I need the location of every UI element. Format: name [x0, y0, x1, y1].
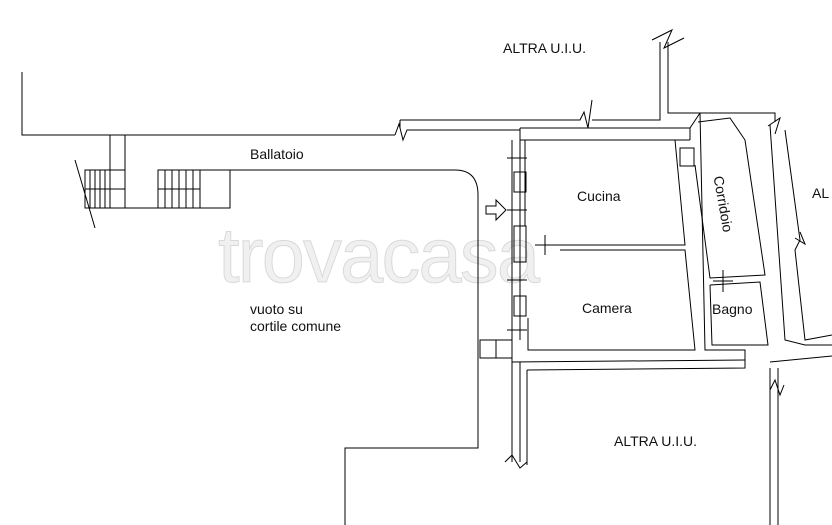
label-void-line1: vuoto su	[250, 301, 303, 317]
label-bagno: Bagno	[712, 301, 753, 317]
label-right-unit: AL	[812, 185, 830, 201]
watermark: trovacasa	[217, 211, 540, 300]
label-top-unit: ALTRA U.I.U.	[503, 40, 586, 56]
label-bottom-unit: ALTRA U.I.U.	[614, 433, 697, 449]
stairs-right	[125, 169, 231, 209]
outer-wall	[21, 28, 781, 142]
corridoio-room	[679, 117, 766, 279]
camera-room	[527, 249, 696, 351]
right-walls	[511, 112, 832, 525]
label-camera: Camera	[582, 300, 632, 316]
label-ballatoio: Ballatoio	[250, 146, 304, 162]
cucina-room	[524, 139, 686, 255]
label-cucina: Cucina	[577, 188, 621, 204]
apartment-left-wall	[479, 140, 528, 469]
stairs-left	[74, 159, 126, 229]
bagno-room	[709, 270, 769, 346]
label-void-line2: cortile comune	[250, 318, 342, 334]
